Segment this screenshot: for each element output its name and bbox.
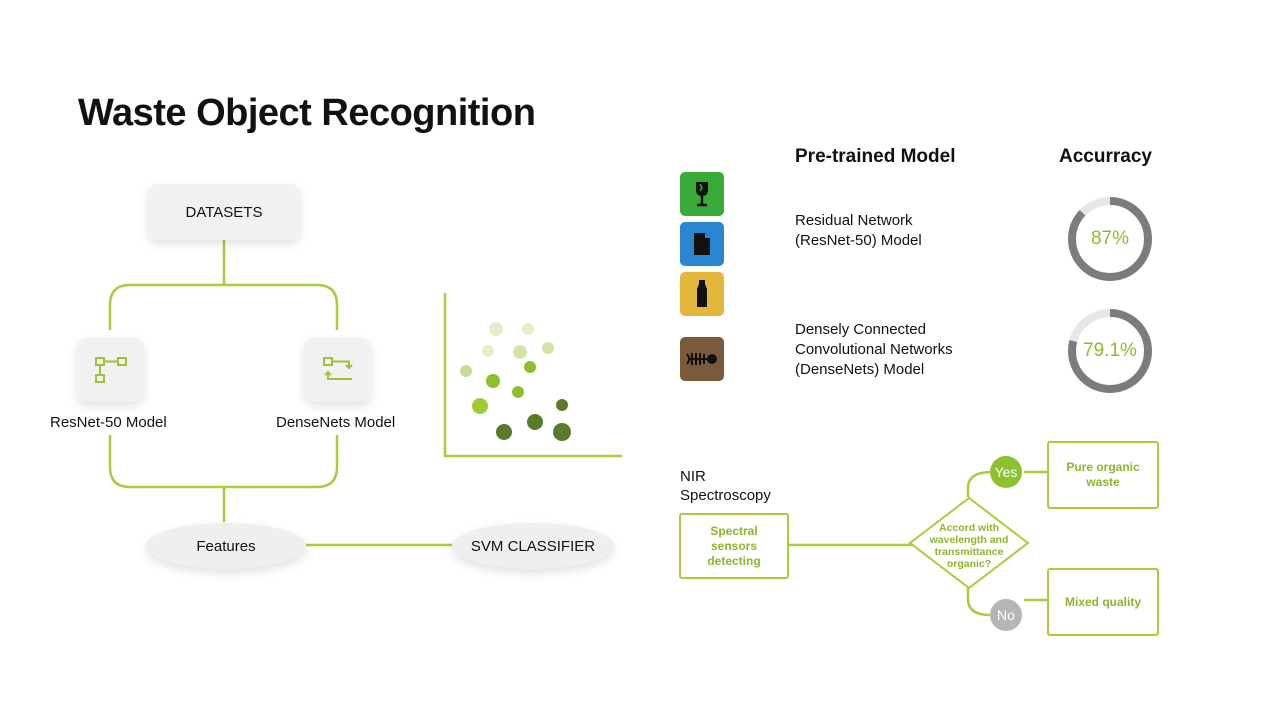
features-node: Features (146, 523, 306, 569)
pure-line: waste (1086, 475, 1120, 489)
model-name-line: Residual Network (795, 212, 913, 229)
model-name-line: Convolutional Networks (795, 341, 953, 358)
resnet-label: ResNet-50 Model (50, 414, 167, 431)
organic-fishbone-icon (680, 337, 724, 381)
page-title: Waste Object Recognition (78, 92, 536, 134)
decision-diamond (908, 496, 1030, 590)
decision-line: wavelength and (929, 534, 1009, 546)
paper-icon (680, 222, 724, 266)
connector-merge (108, 435, 339, 489)
resnet-node (77, 338, 144, 402)
nir-title: NIR Spectroscopy (680, 467, 771, 505)
nir-line: Spectroscopy (680, 487, 771, 504)
model-name-line: (ResNet-50) Model (795, 232, 922, 249)
scatter-dot (527, 414, 543, 430)
pure-line: Pure organic (1066, 460, 1140, 474)
scatter-dot (553, 423, 571, 441)
accuracy-ring-resnet (1068, 197, 1152, 281)
mixed-label: Mixed quality (1064, 594, 1141, 609)
model-name-line: Densely Connected (795, 321, 926, 338)
model-name-densenet: Densely Connected Convolutional Networks… (795, 320, 953, 380)
glass-icon (680, 172, 724, 216)
connector-decision-no (966, 588, 991, 617)
plastic-bottle-icon (680, 272, 724, 316)
sensors-line: sensors (710, 538, 758, 553)
scatter-dot (489, 322, 503, 336)
yes-badge: Yes (990, 456, 1022, 488)
nir-line: NIR (680, 468, 706, 485)
connector-decision-yes (966, 470, 993, 497)
scatter-dot (460, 365, 472, 377)
decision-line: organic? (946, 558, 992, 570)
svm-label: SVM CLASSIFIER (470, 537, 596, 555)
scatter-dot (522, 323, 534, 335)
scatter-plot (460, 322, 571, 441)
scatter-dot (513, 345, 527, 359)
pure-organic-box: Pure organic waste (1047, 441, 1159, 509)
decision-text: Accord with wavelength and transmittance… (924, 522, 1014, 570)
accuracy-ring-densenet (1068, 309, 1152, 393)
densenet-node (304, 338, 371, 402)
sensors-line: detecting (707, 553, 761, 568)
model-header: Pre-trained Model (795, 146, 956, 167)
decision-line: Accord with (938, 522, 1000, 534)
sensors-box: Spectral sensors detecting (679, 513, 789, 579)
flow-icon (94, 357, 127, 383)
connector-split (108, 283, 339, 330)
accuracy-value-resnet: 87% (1090, 228, 1130, 249)
svm-node: SVM CLASSIFIER (452, 523, 614, 569)
scatter-dot (542, 342, 554, 354)
mixed-quality-box: Mixed quality (1047, 568, 1159, 636)
scatter-dot (472, 398, 488, 414)
scatter-dot (496, 424, 512, 440)
datasets-box: DATASETS (148, 184, 300, 240)
sensors-line: Spectral (710, 523, 758, 538)
scatter-dot (512, 386, 524, 398)
scatter-dot (556, 399, 568, 411)
decision-line: transmittance (934, 546, 1004, 558)
accuracy-value-densenet: 79.1% (1083, 340, 1137, 361)
accuracy-header: Accurracy (1059, 146, 1152, 167)
scatter-axes (443, 293, 622, 458)
model-name-line: (DenseNets) Model (795, 361, 925, 378)
model-name-resnet: Residual Network (ResNet-50) Model (795, 211, 922, 251)
scatter-dot (486, 374, 500, 388)
swap-icon (322, 357, 353, 380)
datasets-label: DATASETS (185, 203, 263, 221)
no-badge: No (990, 599, 1022, 631)
densenet-label: DenseNets Model (276, 414, 396, 431)
features-label: Features (196, 537, 256, 555)
scatter-dot (524, 361, 536, 373)
scatter-dot (482, 345, 494, 357)
